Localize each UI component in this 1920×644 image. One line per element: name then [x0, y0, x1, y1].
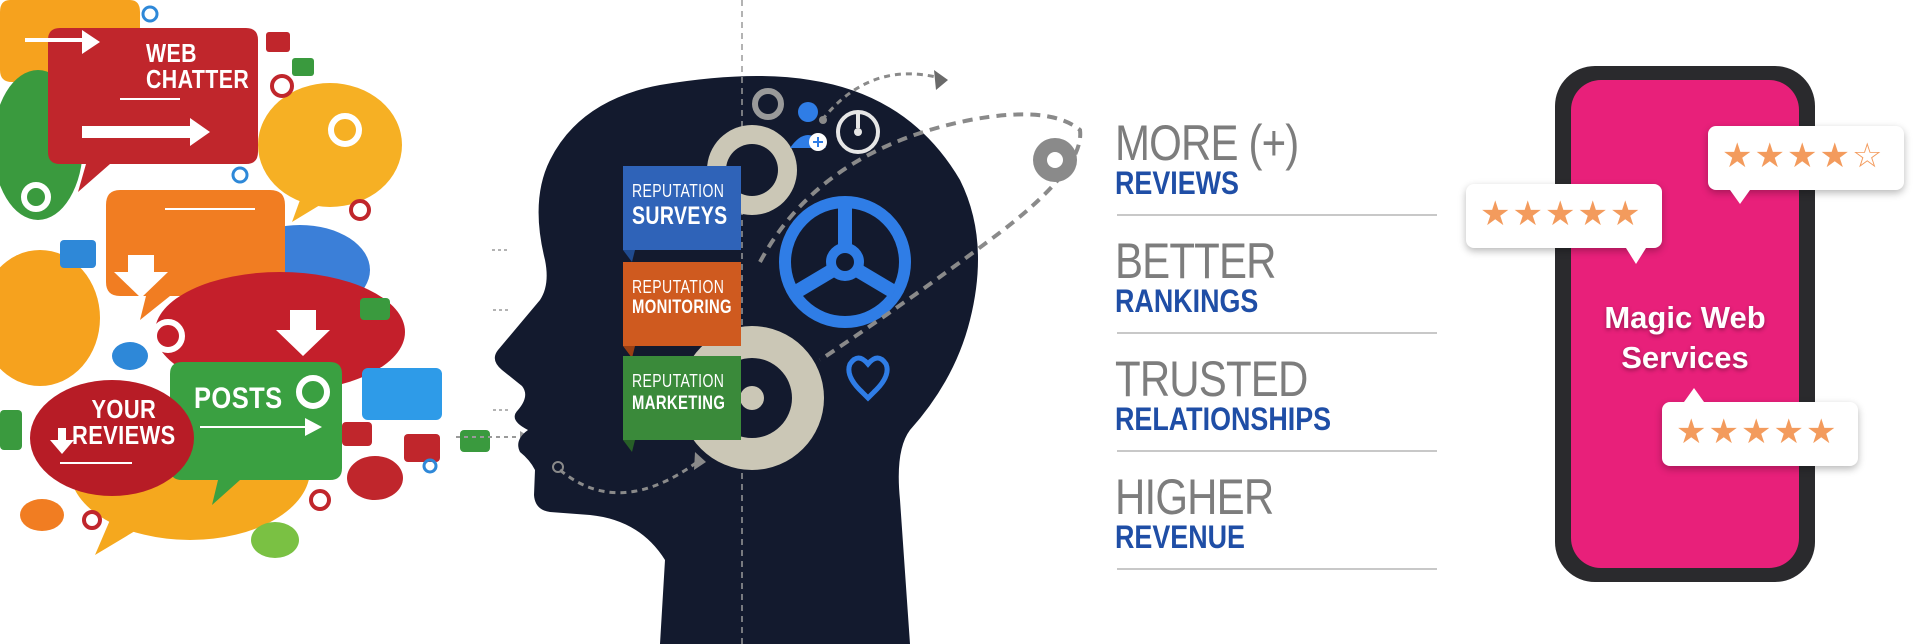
- tag-label-marketing-line2: MARKETING: [632, 393, 726, 414]
- benefits-list: MORE (+) REVIEWS BETTER RANKINGS TRUSTED…: [1115, 115, 1445, 592]
- star-filled-icon: ★: [1786, 136, 1820, 176]
- star-rating: ★★★★★: [1676, 412, 1838, 452]
- label-web-chatter: WEB CHATTER: [146, 38, 250, 94]
- star-filled-icon: ★: [1708, 412, 1741, 452]
- heart-icon: [846, 355, 890, 402]
- divider: [1117, 214, 1437, 216]
- bubble-yellow-right: [258, 83, 402, 207]
- star-filled-icon: ★: [1819, 136, 1852, 176]
- benefit-bottom: REVIEWS: [1115, 165, 1239, 201]
- tag-label-monitoring-line1: REPUTATION: [632, 277, 725, 297]
- star-filled-icon: ★: [1609, 194, 1643, 234]
- star-rating: ★★★★★: [1480, 194, 1642, 234]
- divider: [1117, 332, 1437, 334]
- tag-label-marketing-line1: REPUTATION: [632, 371, 725, 391]
- star-filled-icon: ★: [1512, 194, 1545, 234]
- benefit-bottom: RELATIONSHIPS: [1115, 401, 1332, 437]
- label-your-reviews: YOUR REVIEWS: [72, 394, 176, 450]
- brand-line2: Services: [1621, 340, 1749, 375]
- star-empty-icon: ☆: [1851, 136, 1885, 176]
- star-filled-icon: ★: [1754, 136, 1787, 176]
- speech-bubbles-cluster: [0, 0, 530, 558]
- star-filled-icon: ★: [1805, 412, 1839, 452]
- label-posts: POSTS: [194, 382, 283, 415]
- gear-icon-large-blue: [779, 196, 911, 328]
- benefit-item-reviews: MORE (+) REVIEWS: [1115, 115, 1445, 238]
- tag-reputation-surveys: [623, 166, 741, 262]
- gear-icon-small: [21, 113, 362, 409]
- tag-reputation-monitoring: [623, 262, 741, 358]
- benefit-item-revenue: HIGHER REVENUE: [1115, 469, 1445, 592]
- tag-label-surveys-line1: REPUTATION: [632, 181, 725, 201]
- review-card-2: ★★★★★: [1466, 184, 1662, 264]
- star-filled-icon: ★: [1480, 194, 1513, 234]
- star-filled-icon: ★: [1722, 136, 1755, 176]
- gear-icon-outside: [1033, 138, 1077, 182]
- tag-label-surveys-line2: SURVEYS: [632, 202, 728, 230]
- bubble-your-reviews: [30, 380, 194, 496]
- benefit-top: TRUSTED: [1115, 351, 1308, 407]
- benefit-bottom: REVENUE: [1115, 519, 1245, 555]
- bubble-small-blue: [362, 368, 442, 420]
- star-filled-icon: ★: [1577, 194, 1610, 234]
- benefit-item-relationships: TRUSTED RELATIONSHIPS: [1115, 351, 1445, 474]
- benefit-bottom: RANKINGS: [1115, 283, 1259, 319]
- divider: [1117, 450, 1437, 452]
- brand-line1: Magic Web: [1604, 300, 1766, 335]
- star-rating: ★★★★☆: [1722, 136, 1884, 176]
- benefit-top: BETTER: [1115, 233, 1276, 289]
- bubble-orange-left: [0, 250, 100, 386]
- star-filled-icon: ★: [1676, 412, 1709, 452]
- benefit-top: HIGHER: [1115, 469, 1274, 525]
- review-card-1: ★★★★☆: [1708, 126, 1904, 204]
- tag-label-monitoring-line2: MONITORING: [632, 297, 732, 318]
- star-filled-icon: ★: [1544, 194, 1578, 234]
- bubble-web-chatter: [48, 28, 258, 192]
- star-filled-icon: ★: [1773, 412, 1806, 452]
- gear-icon-small-grey: [752, 88, 784, 120]
- steering-wheel-icon: [836, 110, 880, 154]
- person-plus-icon: [790, 102, 827, 151]
- star-filled-icon: ★: [1740, 412, 1774, 452]
- divider: [1117, 568, 1437, 570]
- benefit-item-rankings: BETTER RANKINGS: [1115, 233, 1445, 356]
- benefit-top: MORE (+): [1115, 115, 1299, 171]
- brand-name: Magic Web Services: [1571, 298, 1799, 378]
- tag-reputation-marketing: [623, 356, 741, 452]
- review-card-3: ★★★★★: [1662, 388, 1858, 466]
- head-silhouette: [490, 0, 1083, 644]
